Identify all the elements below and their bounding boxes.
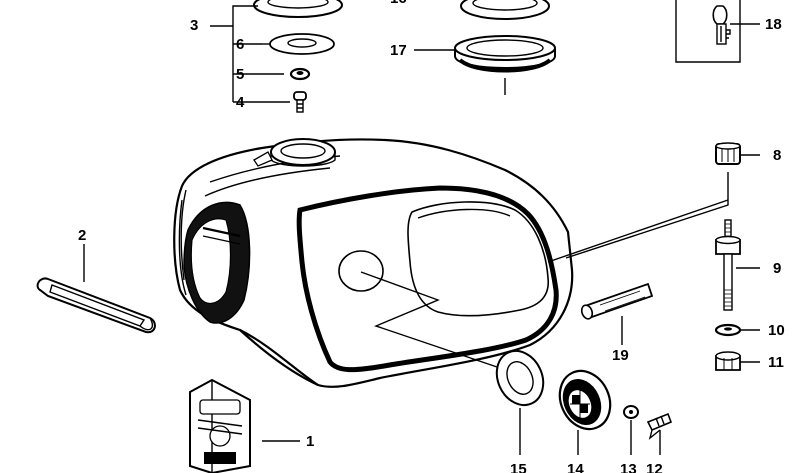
callout-6[interactable]: 6 [236, 36, 245, 53]
mount-guide-line [565, 172, 729, 259]
callout-14[interactable]: 14 [567, 461, 584, 473]
part-12-screw [646, 412, 673, 455]
callout-13[interactable]: 13 [620, 461, 637, 473]
part-19-hose [580, 282, 654, 345]
callout-15[interactable]: 15 [510, 461, 527, 473]
callout-10[interactable]: 10 [768, 322, 785, 339]
callout-16[interactable]: 16 [390, 0, 407, 6]
callout-19[interactable]: 19 [612, 347, 629, 364]
callout-8[interactable]: 8 [773, 147, 782, 164]
callout-17[interactable]: 17 [390, 42, 407, 59]
part-11-hex-nut [715, 351, 760, 371]
fuel-tank [173, 138, 574, 388]
part-14-emblem [558, 369, 612, 455]
part-13-washer [623, 405, 639, 455]
part-6-gasket [269, 33, 335, 55]
part-16-filler-cap [460, 0, 550, 20]
callout-1[interactable]: 1 [306, 433, 315, 450]
callout-11[interactable]: 11 [768, 354, 784, 371]
part-18-key [675, 0, 760, 63]
part-9-stud [715, 219, 760, 311]
part-10-washer [714, 323, 760, 337]
part-8-knurled-nut [715, 142, 760, 165]
callout-3[interactable]: 3 [190, 17, 199, 34]
callout-9[interactable]: 9 [773, 260, 782, 277]
callout-12[interactable]: 12 [646, 461, 663, 473]
emblem-guide-line [360, 271, 501, 369]
part-4-screw [293, 91, 307, 113]
callout-4[interactable]: 4 [236, 94, 245, 111]
callout-2[interactable]: 2 [78, 227, 87, 244]
part-5-washer [289, 67, 311, 81]
callout-18[interactable]: 18 [765, 16, 782, 33]
part-15-gasket [495, 349, 545, 455]
part-3-filler-cap [253, 0, 343, 18]
part-2-knee-pad [36, 277, 156, 334]
callout-5[interactable]: 5 [236, 66, 245, 83]
part-1-rubber-block [189, 378, 251, 473]
part-17-filler-ring [454, 35, 556, 95]
